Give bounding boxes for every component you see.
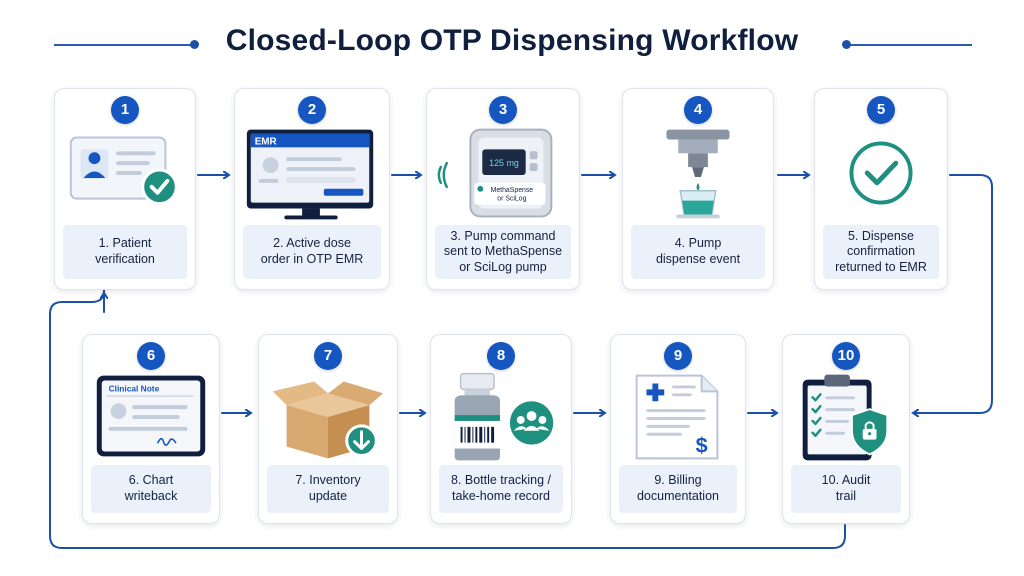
step-card-10: 10 10. Audit trail [782,334,910,524]
step-label: 5. Dispense confirmation returned to EMR [823,225,939,279]
title-bar: Closed-Loop OTP Dispensing Workflow [0,22,1024,66]
step-badge: 9 [664,342,692,370]
pump-display: 125 mg [489,158,519,168]
step-card-8: 8 8. Bottle tracking / take-home record [430,334,572,524]
clipboard-shield-icon [783,371,909,463]
step-label: 3. Pump command sent to MethaSpense or S… [435,225,571,279]
step-label: 7. Inventory update [267,465,389,513]
title-dot-right [842,40,851,49]
step-label: 9. Billing documentation [619,465,737,513]
step-card-5: 5 5. Dispense confirmation returned to E… [814,88,948,290]
box-download-icon [259,371,397,463]
step-card-3: 3 125 mg MethaSpense or SciLog 3. Pump c… [426,88,580,290]
step-badge: 8 [487,342,515,370]
step-label: 2. Active dose order in OTP EMR [243,225,381,279]
step-card-4: 4 4. Pump dispense event [622,88,774,290]
svg-text:or SciLog: or SciLog [497,196,526,203]
checkmark-circle-icon [815,125,947,223]
bottle-group-icon [431,371,571,463]
pump-device-icon: 125 mg MethaSpense or SciLog [427,125,579,223]
step-badge: 7 [314,342,342,370]
step-label: 6. Chart writeback [91,465,211,513]
step-card-2: 2 EMR 2. Active dose order in OTP EMR [234,88,390,290]
step-badge: 10 [832,342,860,370]
clinical-note-title: Clinical Note [109,383,160,393]
title-rule-right [850,44,972,46]
dispense-nozzle-icon [623,125,773,223]
emr-monitor-icon: EMR [235,125,389,223]
emr-screen-label: EMR [255,136,277,147]
step-badge: 5 [867,96,895,124]
step-card-1: 1 1. Patient verification [54,88,196,290]
step-card-7: 7 7. Inventory update [258,334,398,524]
step-badge: 1 [111,96,139,124]
svg-text:$: $ [696,432,708,457]
step-card-6: 6 Clinical Note 6. Chart writeback [82,334,220,524]
clinical-note-tablet-icon: Clinical Note [83,371,219,463]
svg-text:MethaSpense: MethaSpense [491,187,534,194]
step-badge: 6 [137,342,165,370]
step-label: 10. Audit trail [791,465,901,513]
step-card-9: 9 $ 9. Billing documentation [610,334,746,524]
id-card-check-icon [55,125,195,223]
step-badge: 2 [298,96,326,124]
step-label: 1. Patient verification [63,225,187,279]
step-label: 8. Bottle tracking / take-home record [439,465,563,513]
title-rule-left [54,44,192,46]
title-dot-left [190,40,199,49]
step-label: 4. Pump dispense event [631,225,765,279]
billing-document-icon: $ [611,371,745,463]
step-badge: 4 [684,96,712,124]
page-title: Closed-Loop OTP Dispensing Workflow [225,24,799,57]
step-badge: 3 [489,96,517,124]
